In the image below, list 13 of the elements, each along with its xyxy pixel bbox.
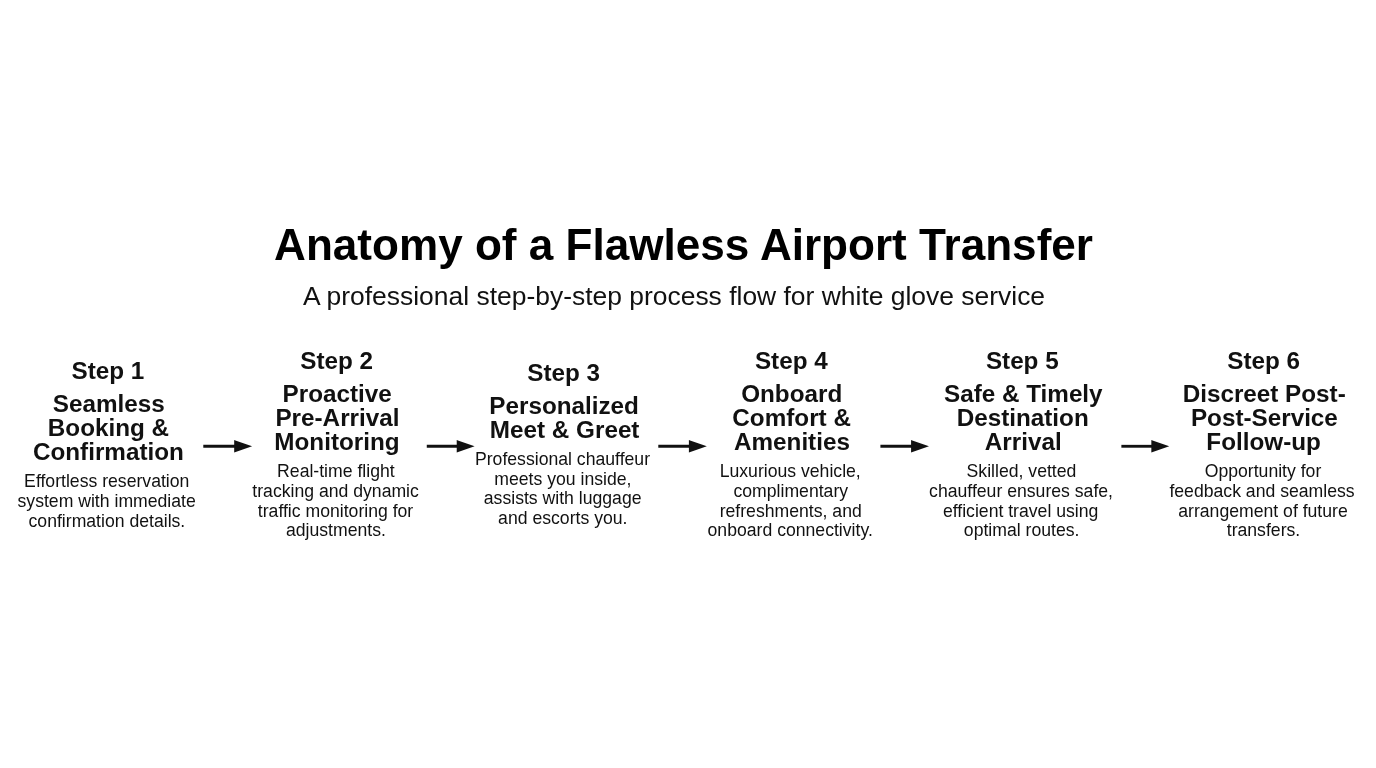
arrow bbox=[203, 440, 253, 453]
node-text: Step 2 Proactive Pre-Arrival Monitoring Real-time flight tracking and dynamic traffic monitoring for adjustments. bbox=[252, 346, 419, 541]
label: A professional step-by-step process flow for white glove service bbox=[303, 281, 1046, 312]
diagram-title: Anatomy of a Flawless Airport Transfer bbox=[274, 219, 1093, 269]
node-text: Step 3 Personalized Meet & Greet Professional chauffeur meets you inside, assists with luggage and escorts you. bbox=[474, 358, 651, 529]
node-text: Step 5 Safe & Timely Destination Arrival Skilled, vetted chauffeur ensures safe, efficient travel using optimal routes. bbox=[929, 346, 1114, 541]
arrow bbox=[658, 440, 707, 453]
arrow bbox=[880, 440, 929, 453]
arrow bbox=[1121, 440, 1170, 453]
node-text: Step 4 Onboard Comfort & Amenities Luxurious vehicle, complimentary refreshments, and onboard connectivity. bbox=[707, 346, 873, 541]
node-text: Step 6 Discreet Post- Post-Service Follow-up Opportunity for feedback and seamless arrangement of future transfers. bbox=[1169, 346, 1355, 541]
arrow bbox=[426, 440, 475, 453]
node-text: Step 1 Seamless Booking & Confirmation Effortless reservation system with immediate confirmation details. bbox=[17, 356, 196, 531]
